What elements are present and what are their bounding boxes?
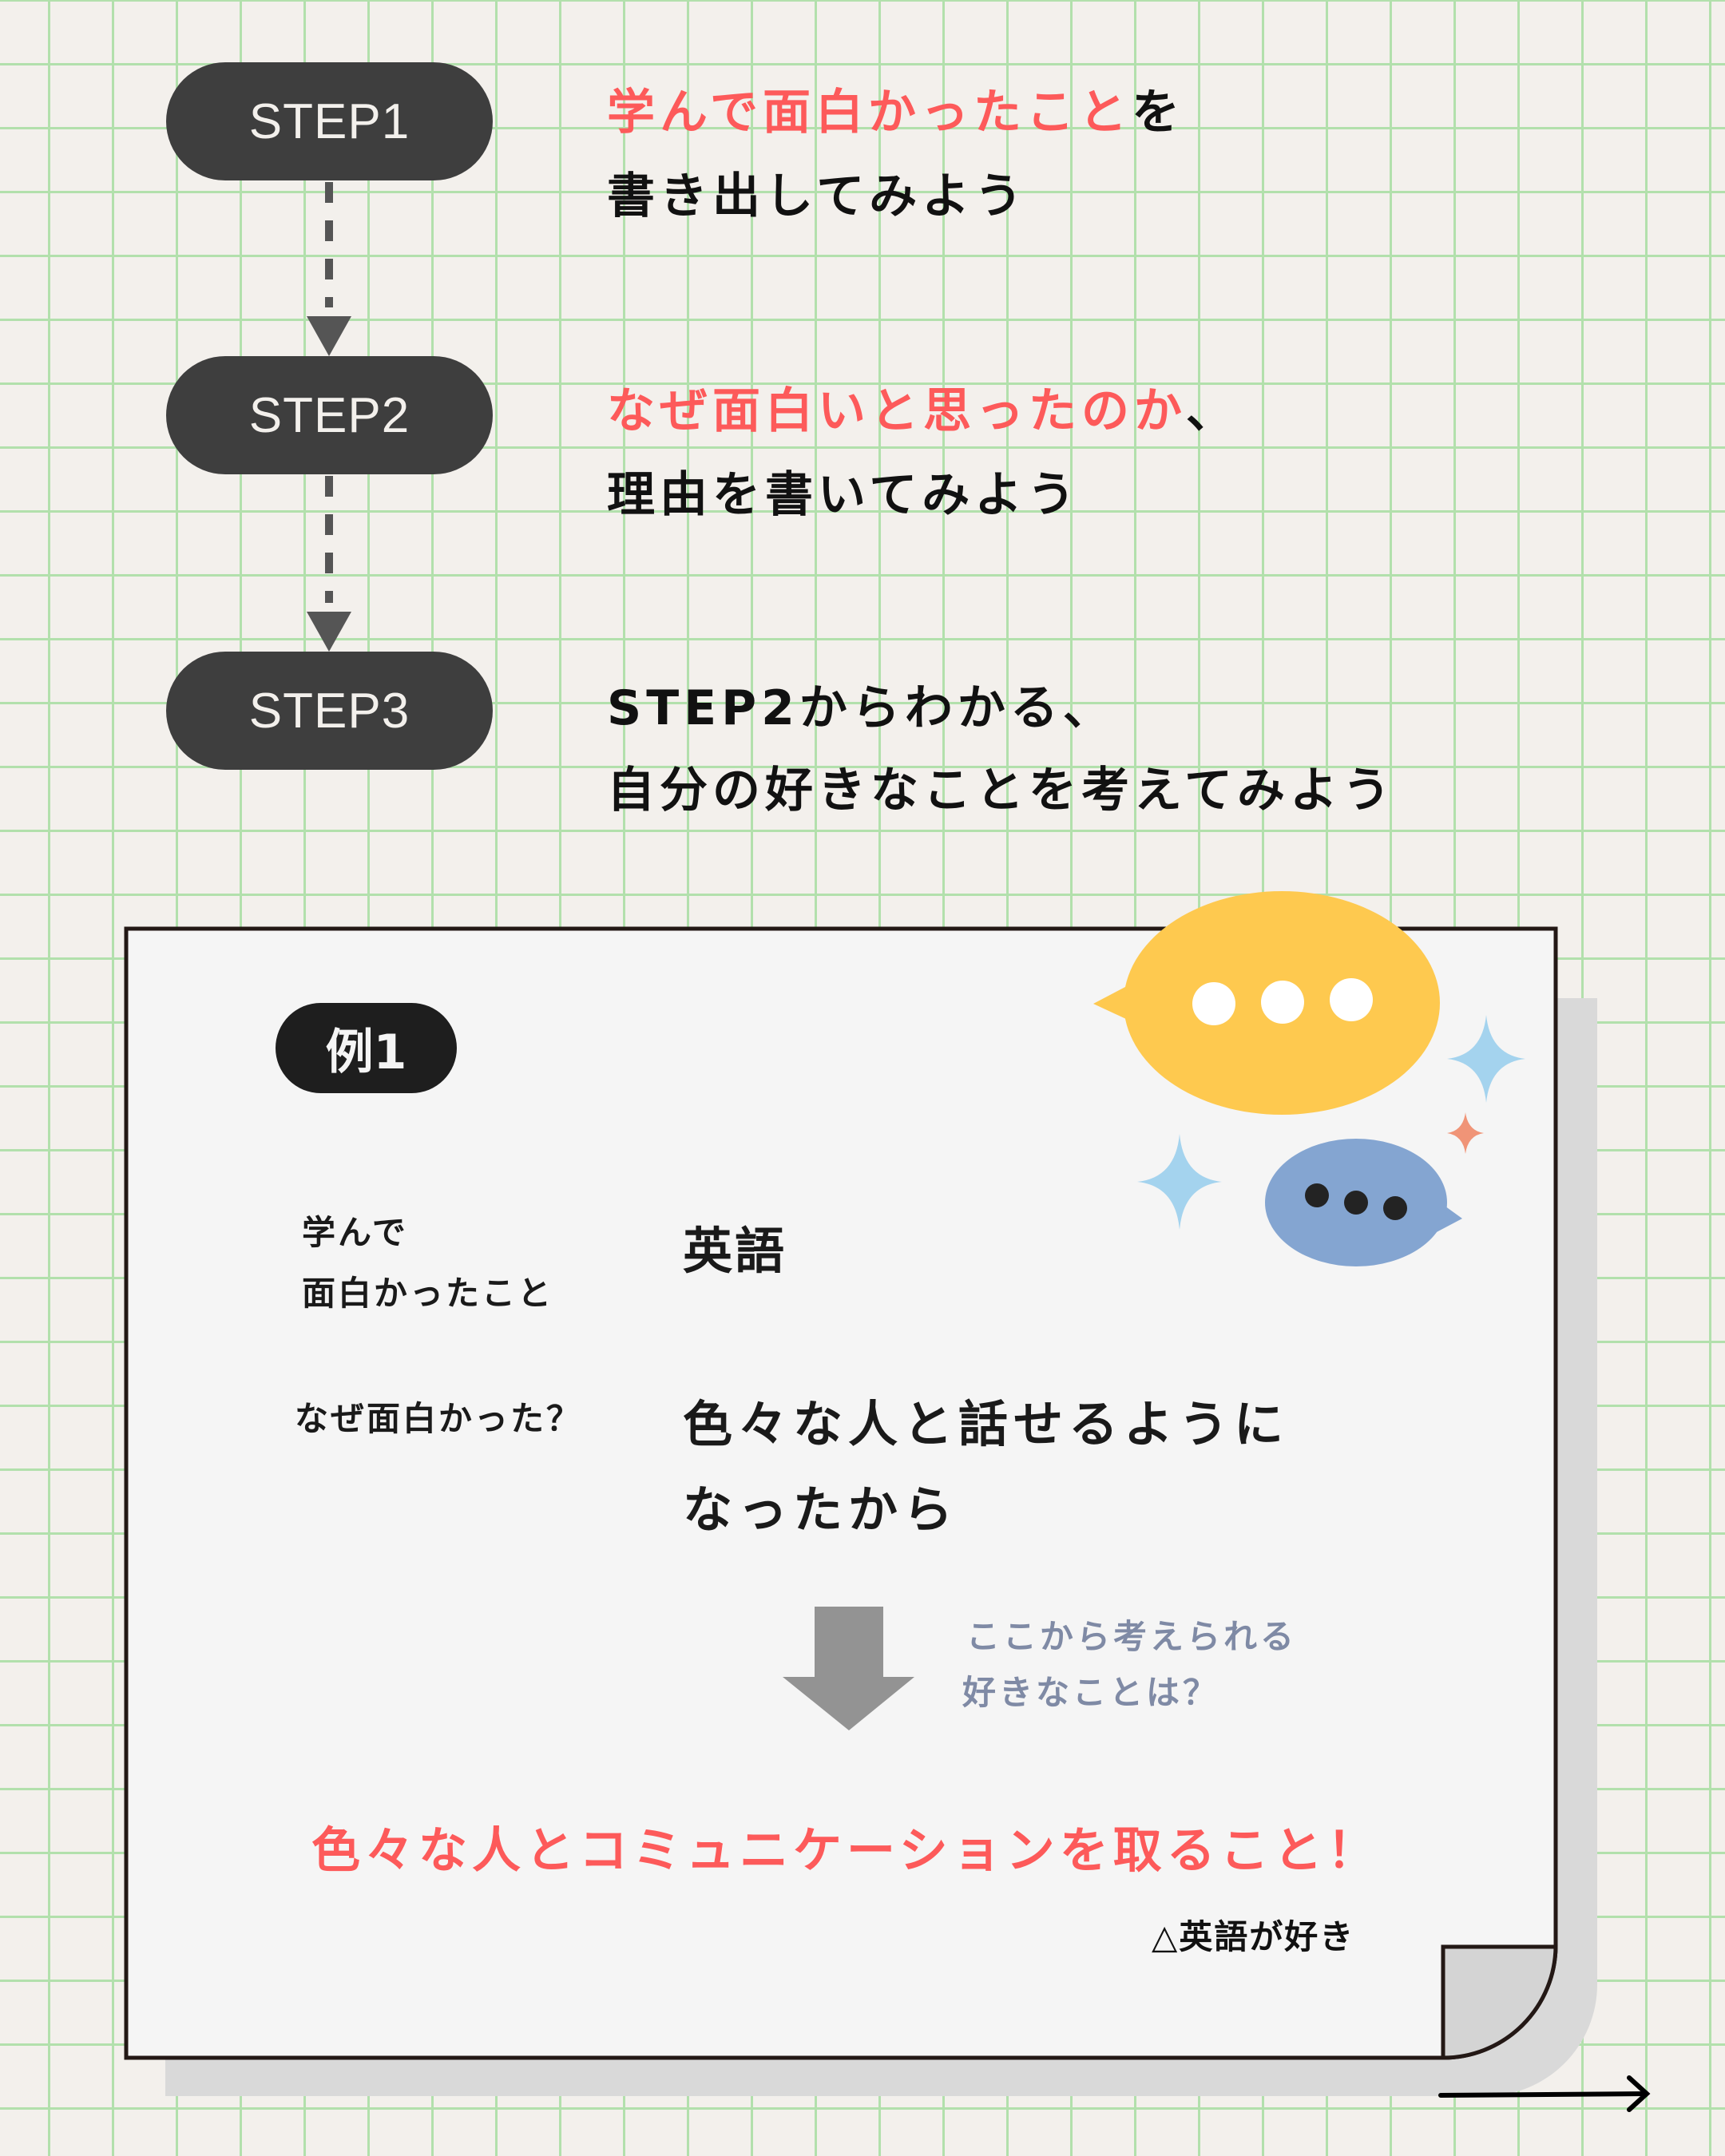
step-connector-2 <box>307 476 351 652</box>
hint-line1: ここから考えられる <box>966 1617 1298 1656</box>
step2-line2: 理由を書いてみよう <box>607 467 1081 523</box>
note: △英語が好き <box>1152 1917 1355 1956</box>
sparkle-icon <box>1447 1015 1525 1103</box>
next-arrow-icon <box>1438 2075 1651 2112</box>
step3-line1: STEP2からわかる、 <box>607 680 1116 737</box>
conclusion: 色々な人とコミュニケーションを取ること！ <box>311 1822 1381 1879</box>
step3-badge: STEP3 <box>166 652 493 770</box>
step1-rest: を <box>1132 85 1184 141</box>
step1-badge: STEP1 <box>166 62 493 180</box>
step3-line2: 自分の好きなことを考えてみよう <box>607 763 1395 818</box>
sparkle-icon <box>1447 1112 1484 1154</box>
step-connector-1 <box>307 182 351 356</box>
answer2-line2: なったから <box>683 1480 959 1539</box>
step2-line1: なぜ面白いと思ったのか、 <box>607 382 1239 440</box>
step1-line1: 学んで面白かったことを <box>607 84 1184 141</box>
answer2-line1: 色々な人と話せるように <box>683 1395 1290 1453</box>
down-arrow-icon <box>783 1607 914 1730</box>
step2-highlight: なぜ面白いと思ったのか <box>607 383 1186 439</box>
yellow-speech-bubble-icon <box>1093 891 1440 1115</box>
page-fold <box>1441 1944 1558 2060</box>
hint-line2: 好きなことは？ <box>962 1673 1220 1712</box>
step1-line2: 書き出してみよう <box>607 168 1028 224</box>
question1-line2: 面白かったこと <box>302 1274 554 1313</box>
step3-rest: STEP2からわかる、 <box>607 680 1116 736</box>
step1-highlight: 学んで面白かったこと <box>607 85 1132 141</box>
step2-badge: STEP2 <box>166 356 493 474</box>
question1-line1: 学んで <box>302 1213 408 1252</box>
blue-speech-bubble-icon <box>1265 1139 1462 1266</box>
question2: なぜ面白かった？ <box>295 1399 583 1438</box>
step2-rest: 、 <box>1185 383 1239 439</box>
sparkle-icon <box>1137 1134 1222 1230</box>
example-badge: 例1 <box>276 1003 457 1093</box>
answer1: 英語 <box>683 1222 787 1280</box>
